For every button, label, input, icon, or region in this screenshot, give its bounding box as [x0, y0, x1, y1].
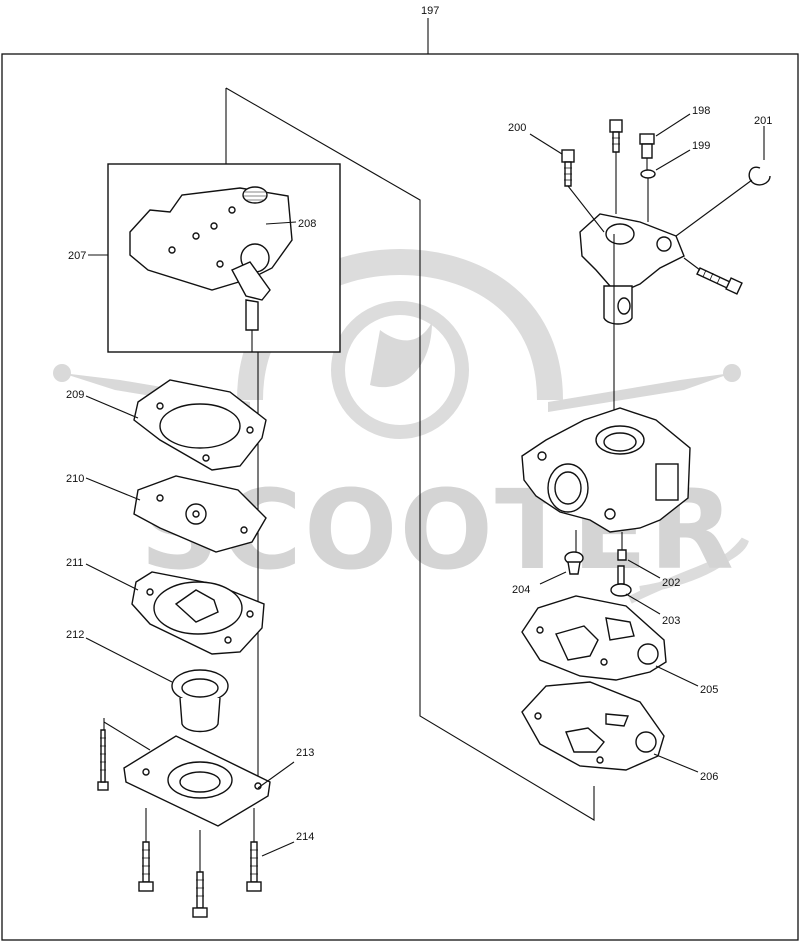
callout-202: 202 [662, 577, 680, 589]
part-205-gasket: 205 [521, 595, 718, 696]
callout-209: 209 [66, 389, 84, 401]
screw-top [609, 119, 623, 214]
part-201-eclip: 201 [675, 115, 772, 237]
callout-199: 199 [692, 140, 710, 152]
part-214-screws: 214 [138, 808, 314, 918]
part-213-cover-plate: 213 [103, 721, 314, 827]
part-carburetor-body [521, 407, 691, 533]
part-202-pin: 202 [617, 532, 680, 589]
callout-204: 204 [512, 584, 530, 596]
part-throttle-lever-assembly [579, 213, 685, 420]
screw-left-top [97, 718, 109, 791]
callout-211: 211 [66, 557, 84, 569]
callout-208: 208 [298, 218, 316, 230]
part-212-cup: 212 [66, 629, 229, 733]
callout-198: 198 [692, 105, 710, 117]
part-204-plug: 204 [512, 530, 584, 596]
part-211-pump-body: 211 [66, 557, 265, 655]
part-210-diaphragm: 210 [66, 473, 267, 553]
screw-right [683, 257, 743, 295]
part-206-diaphragm: 206 [521, 681, 718, 783]
part-199-washer: 199 [640, 140, 710, 222]
part-207-pump-cover: 207 208 [68, 163, 341, 353]
callout-207: 207 [68, 250, 86, 262]
callout-210: 210 [66, 473, 84, 485]
callout-201: 201 [754, 115, 772, 127]
callout-214: 214 [296, 831, 314, 843]
callout-205: 205 [700, 684, 718, 696]
callout-213: 213 [296, 747, 314, 759]
callout-203: 203 [662, 615, 680, 627]
part-209-gasket: 209 [66, 379, 267, 471]
callout-212: 212 [66, 629, 84, 641]
callout-200: 200 [508, 122, 526, 134]
assembly-frame [1, 53, 799, 941]
screw-200: 200 [508, 122, 605, 233]
callout-206: 206 [700, 771, 718, 783]
callout-197: 197 [421, 5, 439, 17]
part-203-needle: 203 [610, 565, 680, 627]
part-198-bolt: 198 [639, 105, 710, 178]
